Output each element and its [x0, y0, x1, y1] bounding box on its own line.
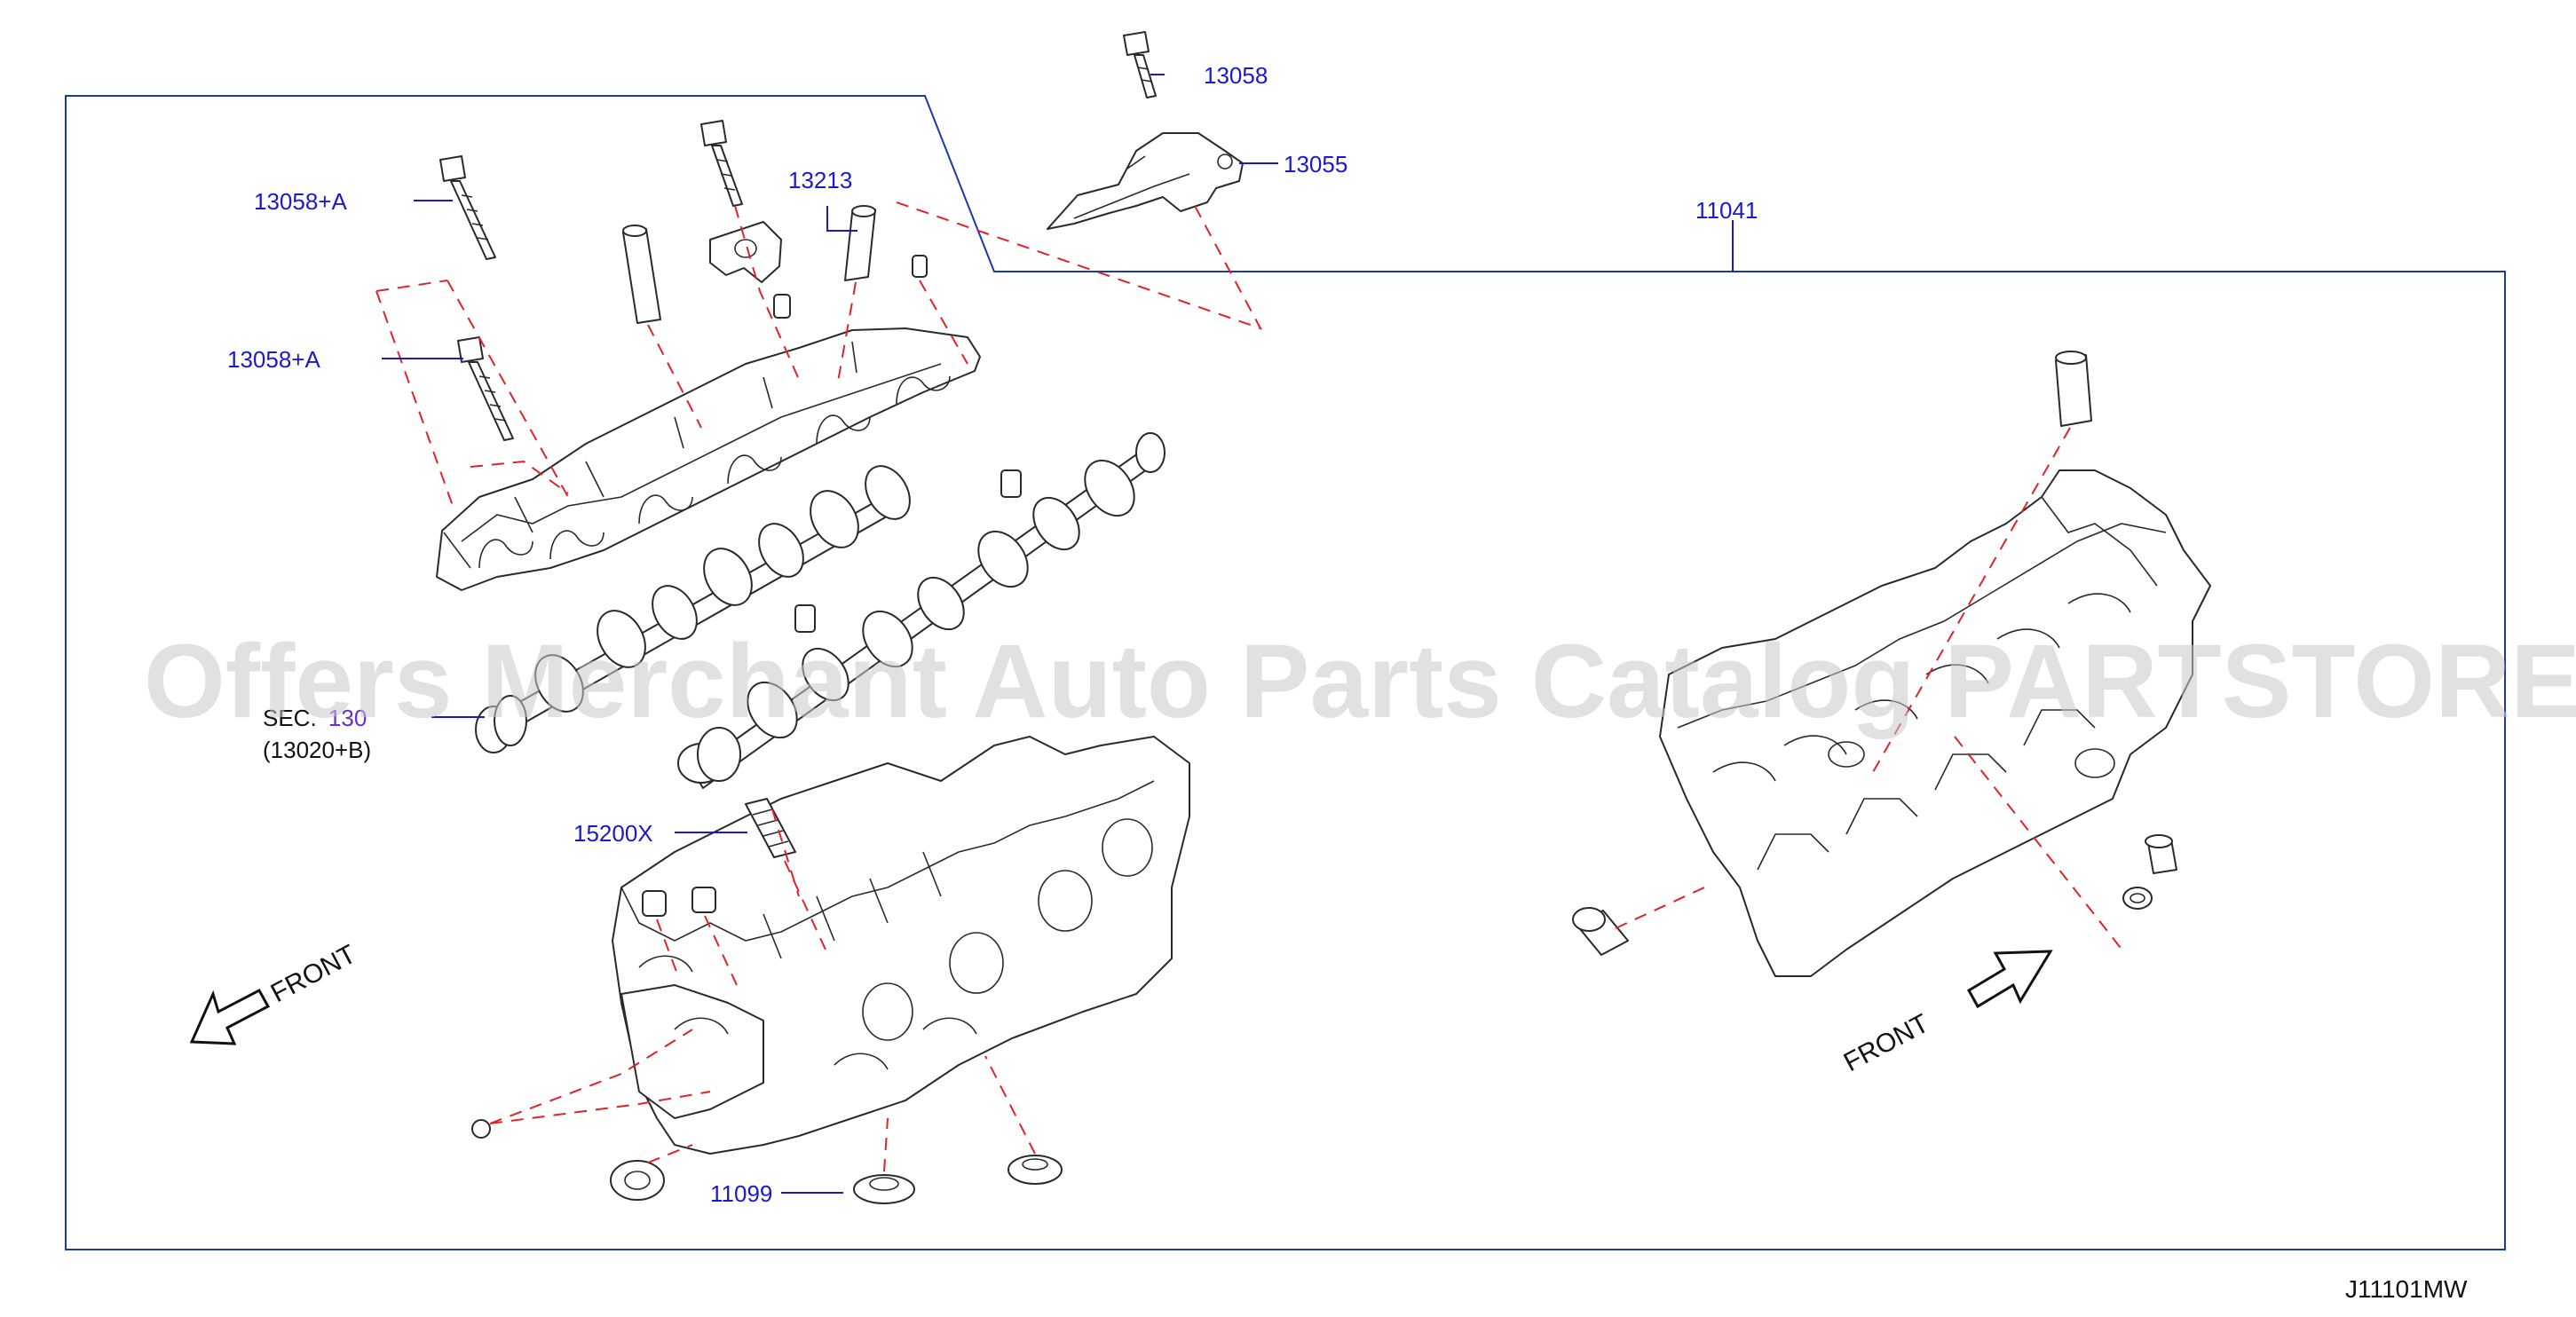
- plug-ball[interactable]: [471, 1119, 491, 1139]
- bushing-left-a[interactable]: [642, 890, 667, 917]
- cylinder-head-right[interactable]: [1659, 469, 2211, 977]
- dowel-pin-b[interactable]: [912, 255, 928, 278]
- label-11041[interactable]: 11041: [1695, 197, 1758, 224]
- label-13055[interactable]: 13055: [1284, 151, 1347, 177]
- bracket-13055[interactable]: [1047, 132, 1244, 230]
- seal-11099-c[interactable]: [1007, 1155, 1063, 1185]
- section-number[interactable]: 130: [328, 705, 367, 731]
- bolt-13058[interactable]: [1123, 31, 1157, 99]
- front-arrow-right: FRONT: [1839, 950, 2053, 1078]
- leader-lines: [382, 74, 1734, 1194]
- front-arrow-left-icon: [189, 988, 271, 1045]
- camshaft-right[interactable]: [677, 432, 1166, 789]
- front-arrow-right-icon: [1966, 950, 2053, 1009]
- dowel-pin-a[interactable]: [773, 294, 791, 319]
- front-arrow-left: FRONT: [189, 940, 361, 1045]
- label-13058a-lower[interactable]: 13058+A: [227, 346, 320, 373]
- camshaft-left[interactable]: [475, 458, 919, 753]
- seal-11099-a[interactable]: [610, 1160, 665, 1201]
- camshaft-bracket[interactable]: [436, 327, 981, 591]
- dowel-sleeve-13213[interactable]: [844, 205, 876, 281]
- front-label-right: FRONT: [1839, 1009, 1934, 1078]
- label-13058[interactable]: 13058: [1204, 62, 1268, 89]
- filter-15200x[interactable]: [745, 798, 796, 858]
- seal-11099-b[interactable]: [853, 1174, 915, 1204]
- label-15200x[interactable]: 15200X: [573, 820, 653, 847]
- cylinder-head-left[interactable]: [612, 736, 1190, 1155]
- dowel-sleeve-left[interactable]: [622, 225, 661, 324]
- assembly-frame: [65, 95, 2506, 1250]
- diagram-code: J11101MW: [2345, 1275, 2468, 1303]
- section-prefix: SEC.: [263, 705, 317, 731]
- bolt-cam-cap[interactable]: [700, 120, 743, 207]
- label-section-ref[interactable]: SEC. 130: [263, 705, 367, 731]
- watermark-text: Offers Merchant Auto Parts Catalog PARTS…: [144, 623, 2576, 740]
- guide-lines: [375, 201, 2124, 1172]
- seal-right[interactable]: [1572, 907, 1629, 956]
- label-13213[interactable]: 13213: [788, 167, 852, 193]
- label-13058a-upper[interactable]: 13058+A: [254, 188, 347, 215]
- bolt-13058a-lower[interactable]: [457, 336, 514, 441]
- bolt-13058a-upper[interactable]: [439, 155, 496, 260]
- label-section-subref: (13020+B): [263, 737, 371, 763]
- bushing-left-b[interactable]: [691, 887, 716, 913]
- front-label-left: FRONT: [266, 940, 361, 1009]
- sleeve-right[interactable]: [2055, 351, 2092, 427]
- label-11099[interactable]: 11099: [710, 1180, 772, 1207]
- plug-right[interactable]: [2122, 834, 2177, 910]
- cam-cap[interactable]: [709, 221, 782, 283]
